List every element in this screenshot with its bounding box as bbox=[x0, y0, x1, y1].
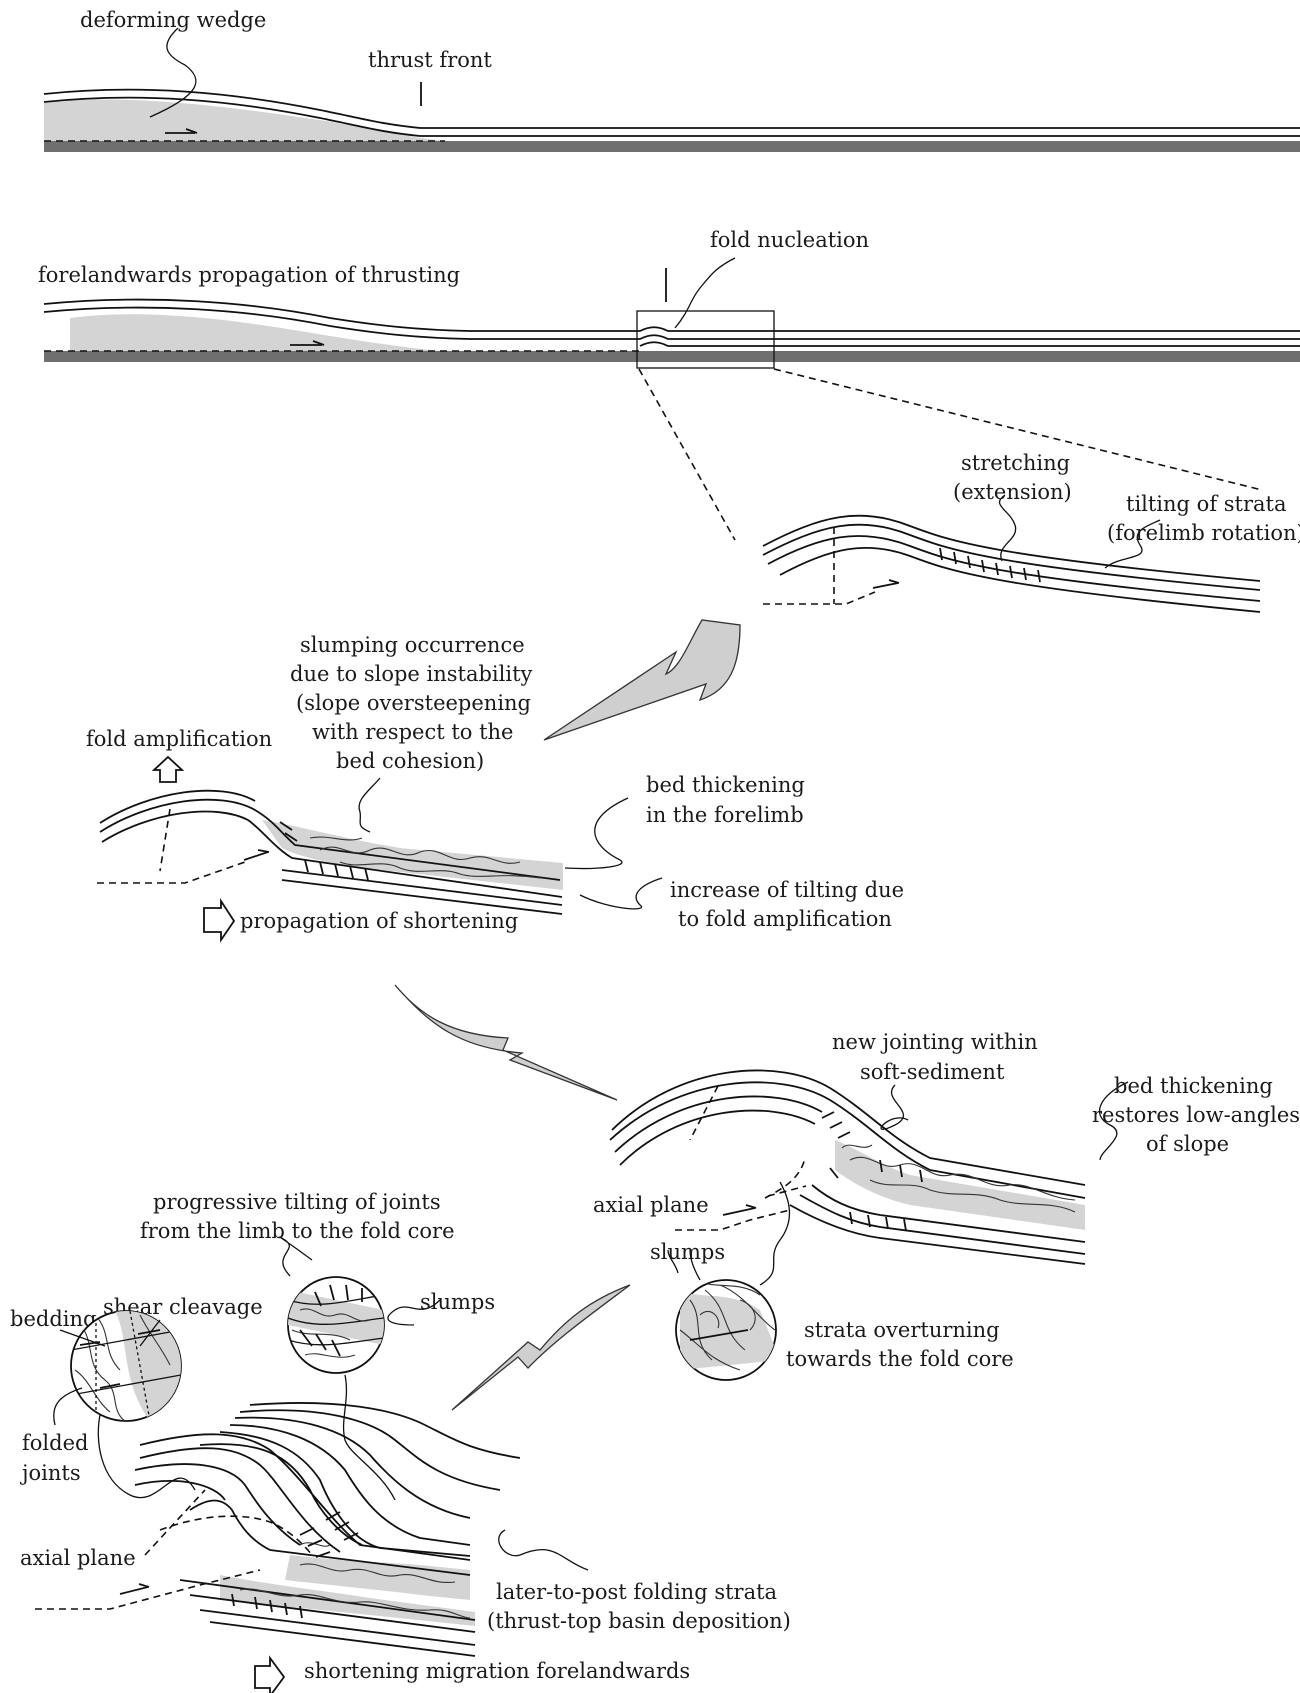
zoom-line-left bbox=[639, 369, 735, 540]
thrust-arrow-head-3 bbox=[889, 580, 899, 583]
label-slumping-4: with respect to the bbox=[312, 720, 513, 744]
label-increase-tilting-2: to fold amplification bbox=[678, 907, 892, 931]
label-stretching-2: (extension) bbox=[953, 480, 1072, 504]
label-progressive-tilting-2: from the limb to the fold core bbox=[140, 1219, 455, 1243]
panel-4-fold-amplification: slumping occurrence due to slope instabi… bbox=[86, 633, 904, 940]
thrust-arrow-4 bbox=[244, 852, 268, 860]
propagation-arrow-4 bbox=[204, 901, 234, 940]
label-slumping-1: slumping occurrence bbox=[300, 633, 525, 657]
thrust-arrow-3 bbox=[873, 583, 898, 588]
label-folded-joints-1: folded bbox=[22, 1431, 88, 1455]
bed-6e bbox=[220, 1432, 470, 1556]
transition-arrow-1 bbox=[544, 620, 740, 740]
label-fold-amplification: fold amplification bbox=[86, 727, 272, 751]
panel-6-final-folding: progressive tilting of joints from the l… bbox=[10, 1190, 791, 1693]
thrust-arrow-head-6 bbox=[139, 1584, 149, 1587]
label-bedding: bedding bbox=[10, 1307, 96, 1331]
bed-thickening-leader bbox=[565, 798, 628, 869]
thrust-arrow-5 bbox=[723, 1208, 755, 1215]
label-folded-joints-2: joints bbox=[19, 1461, 81, 1485]
increase-tilting-leader bbox=[580, 878, 662, 909]
basal-layer bbox=[44, 141, 1300, 152]
label-slumps-6: slumps bbox=[420, 1290, 495, 1314]
label-axial-plane-5: axial plane bbox=[593, 1193, 709, 1217]
bed-6c bbox=[135, 1464, 300, 1545]
new-jointing-leader bbox=[881, 1085, 908, 1129]
thrust-4 bbox=[97, 862, 245, 883]
label-slumping-3: (slope oversteepening bbox=[296, 691, 531, 715]
bed-6g bbox=[235, 1418, 470, 1518]
label-tilting-2: (forelimb rotation) bbox=[1107, 521, 1300, 545]
label-increase-tilting-1: increase of tilting due bbox=[670, 878, 904, 902]
extension-joints bbox=[940, 548, 1040, 582]
inset-circle-strata-overturning bbox=[676, 1280, 780, 1380]
panel-1-deforming-wedge: deforming wedge thrust front bbox=[44, 8, 1300, 152]
bed-6h bbox=[240, 1410, 500, 1490]
label-bed-thickening-restores-2: restores low-angles bbox=[1092, 1103, 1300, 1127]
axial-plane-6 bbox=[145, 1490, 205, 1555]
panel-3-stretching: stretching (extension) tilting of strata… bbox=[763, 451, 1300, 612]
label-slumping-2: due to slope instability bbox=[290, 662, 533, 686]
thrust-3 bbox=[763, 592, 875, 604]
label-slumping-5: bed cohesion) bbox=[336, 749, 484, 773]
label-deforming-wedge: deforming wedge bbox=[80, 8, 266, 32]
label-forelandwards: forelandwards propagation of thrusting bbox=[38, 263, 460, 287]
label-progressive-tilting-1: progressive tilting of joints bbox=[153, 1190, 441, 1214]
label-thrust-front: thrust front bbox=[368, 48, 492, 72]
fold-nucleation-leader bbox=[675, 258, 735, 328]
label-new-jointing-1: new jointing within bbox=[832, 1030, 1038, 1054]
overturning-leader bbox=[760, 1182, 789, 1285]
label-bed-thickening-2: in the forelimb bbox=[646, 803, 804, 827]
thrust-arrow-head-4 bbox=[258, 850, 269, 852]
basal-layer-2 bbox=[44, 351, 1300, 362]
label-later-to-post-2: (thrust-top basin deposition) bbox=[487, 1609, 791, 1633]
label-strata-overturning-2: towards the fold core bbox=[786, 1347, 1014, 1371]
fold-amplification-arrow bbox=[154, 757, 182, 782]
axial-trace-4 bbox=[160, 809, 170, 871]
bed-6b bbox=[140, 1448, 340, 1552]
label-tilting-1: tilting of strata bbox=[1126, 492, 1287, 516]
bed-3c bbox=[768, 536, 1260, 601]
label-shortening-migration: shortening migration forelandwards bbox=[304, 1659, 690, 1683]
bed-6f bbox=[230, 1425, 470, 1545]
thrust-arrow-head-5 bbox=[746, 1205, 756, 1208]
label-new-jointing-2: soft-sediment bbox=[860, 1060, 1005, 1084]
label-axial-plane-6: axial plane bbox=[20, 1546, 136, 1570]
panel-2-fold-nucleation: forelandwards propagation of thrusting f… bbox=[38, 228, 1300, 540]
folded-thrust-6 bbox=[160, 1516, 312, 1555]
label-propagation-shortening: propagation of shortening bbox=[240, 909, 518, 933]
thrust-arrow-6 bbox=[120, 1587, 148, 1594]
bed-6d bbox=[135, 1481, 225, 1500]
slump-fill-5 bbox=[835, 1140, 1085, 1230]
label-bed-thickening-restores-1: bed thickening bbox=[1114, 1074, 1273, 1098]
inset-circle-joint-tilting bbox=[288, 1277, 384, 1373]
label-stretching-1: stretching bbox=[961, 451, 1070, 475]
label-later-to-post-1: later-to-post folding strata bbox=[496, 1580, 777, 1604]
bed-base-2 bbox=[640, 342, 1300, 346]
later-to-post-leader bbox=[499, 1530, 588, 1570]
bed-5d bbox=[620, 1111, 815, 1165]
label-bed-thickening-restores-3: of slope bbox=[1146, 1132, 1229, 1156]
transition-arrow-2 bbox=[395, 985, 617, 1100]
label-bed-thickening-1: bed thickening bbox=[646, 773, 805, 797]
bed-4b bbox=[100, 791, 255, 823]
slumping-leader bbox=[359, 778, 380, 832]
label-fold-nucleation: fold nucleation bbox=[710, 228, 869, 252]
label-strata-overturning-1: strata overturning bbox=[804, 1318, 1000, 1342]
bed-6a bbox=[140, 1434, 470, 1560]
axial-plane-5 bbox=[690, 1086, 718, 1140]
migration-arrow-6 bbox=[255, 1658, 284, 1693]
label-slumps-5: slumps bbox=[650, 1240, 725, 1264]
